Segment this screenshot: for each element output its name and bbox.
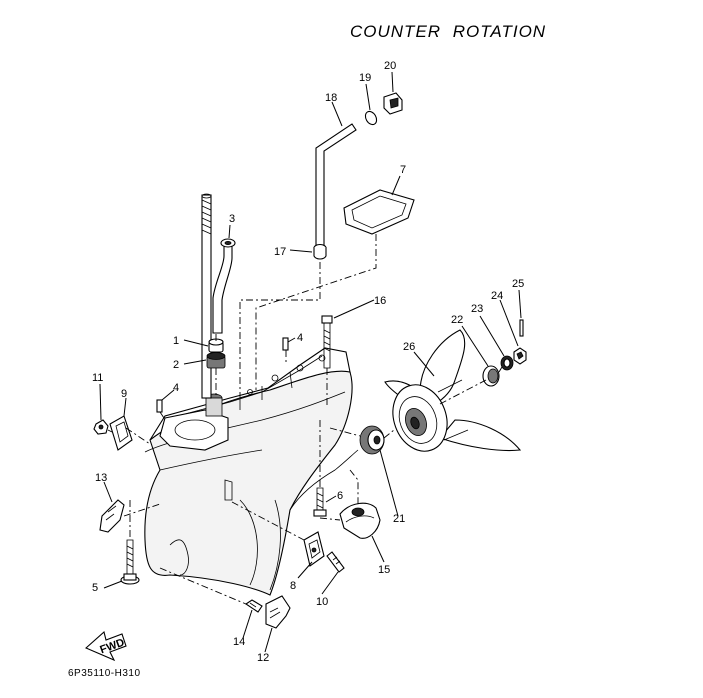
part-numbers: 1 2 3 4 4 5 6 7 8 9 10 11 12 13 14 15 16…: [92, 60, 524, 664]
part-number-17: 17: [274, 246, 286, 258]
part-number-14: 14: [233, 636, 245, 648]
part-number-9: 9: [121, 388, 127, 400]
part-number-21: 21: [393, 513, 405, 525]
part-number-8: 8: [290, 580, 296, 592]
part-number-4: 4: [173, 382, 179, 394]
grommets: [206, 338, 226, 369]
leader-lines: [99, 71, 522, 653]
part-number-26: 26: [403, 341, 415, 353]
part-number-25: 25: [512, 278, 524, 290]
part-number-5: 5: [92, 582, 98, 594]
part-number-22: 22: [451, 314, 463, 326]
lower-casing: [144, 347, 359, 596]
trim-tab-12: [245, 595, 291, 629]
part-number-2: 2: [173, 359, 179, 371]
part-number-13: 13: [95, 472, 107, 484]
part-number-16: 16: [374, 295, 386, 307]
anode-8: [303, 531, 345, 573]
trim-tab-15: [339, 502, 381, 539]
part-number-18: 18: [325, 92, 337, 104]
bolt-6: [313, 487, 327, 517]
water-tube: [212, 238, 236, 334]
part-number-10: 10: [316, 596, 328, 608]
forward-arrow-icon: FWD: [84, 630, 127, 662]
dowel-pin: [156, 399, 163, 413]
gasket: [343, 189, 415, 235]
part-number-3: 3: [229, 213, 235, 225]
part-number-15: 15: [378, 564, 390, 576]
part-number-12: 12: [257, 652, 269, 664]
spacer-21: [359, 425, 385, 455]
assembly-lines: [107, 234, 503, 605]
propeller: [384, 329, 522, 452]
part-number-19: 19: [359, 72, 371, 84]
part-number-20: 20: [384, 60, 396, 72]
part-number-6: 6: [337, 490, 343, 502]
propeller-hardware: [482, 319, 527, 387]
part-number-1: 1: [173, 335, 179, 347]
drawing-code: 6P35110-H310: [68, 668, 141, 679]
dowel-pin: [282, 337, 289, 351]
diagram-title: COUNTER ROTATION: [350, 22, 547, 41]
drive-shaft: [201, 193, 212, 399]
part-number-11: 11: [92, 372, 103, 384]
part-number-23: 23: [471, 303, 483, 315]
part-number-24: 24: [491, 290, 503, 302]
trim-tab-13: [99, 499, 125, 533]
bolt-16: [321, 315, 333, 369]
part-number-7: 7: [400, 164, 406, 176]
speedometer-hose: [313, 92, 403, 260]
anode-nut-plate: [93, 415, 133, 451]
part-number-4: 4: [297, 332, 303, 344]
bolt-5: [120, 539, 140, 585]
